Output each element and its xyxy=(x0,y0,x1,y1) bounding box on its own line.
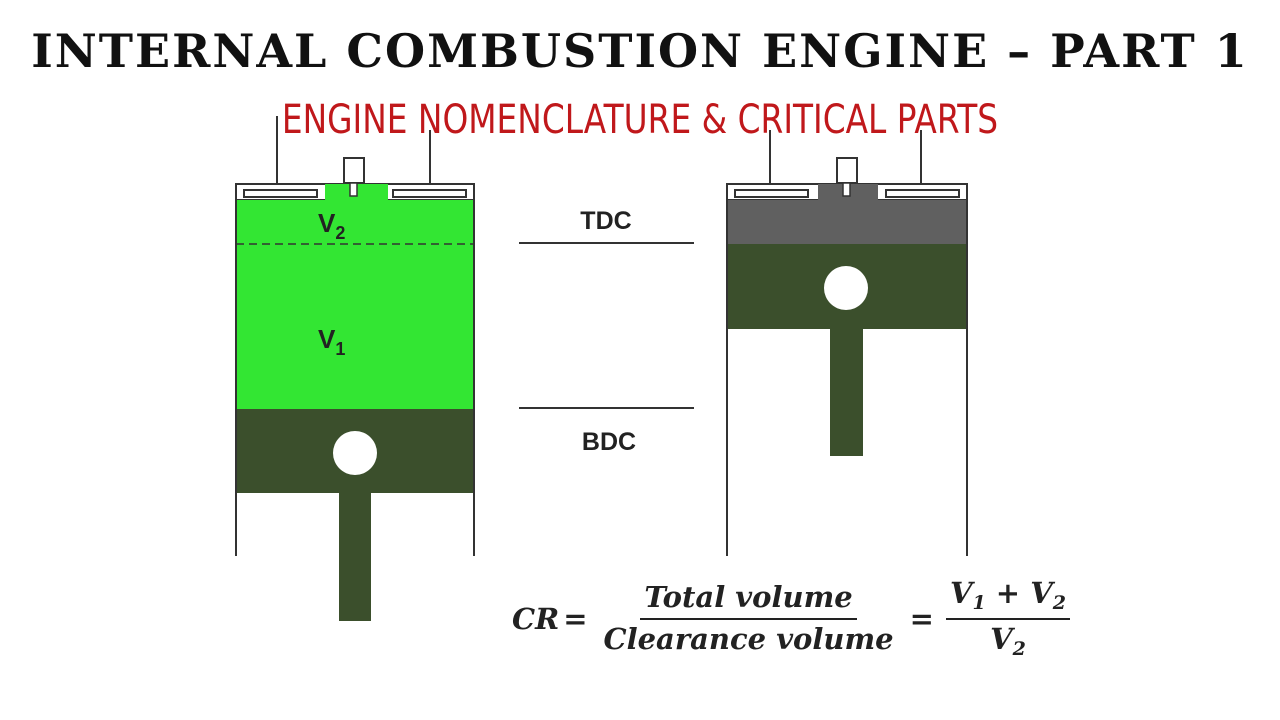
right-connecting-rod xyxy=(830,329,863,456)
page-title: INTERNAL COMBUSTION ENGINE – PART 1 xyxy=(31,24,1249,78)
formula-den-v-sub: 2 xyxy=(1012,637,1026,660)
tdc-label: TDC xyxy=(580,207,631,235)
right-intake-valve xyxy=(734,189,809,198)
right-spark-plug xyxy=(836,157,858,184)
page-subtitle: ENGINE NOMENCLATURE & CRITICAL PARTS xyxy=(281,97,999,143)
left-cylinder: V2 V1 xyxy=(235,116,475,621)
left-spark-plug-tip-overlay xyxy=(349,182,358,197)
left-spark-plug xyxy=(343,157,365,184)
formula-den-v: V xyxy=(990,621,1013,656)
v1-label: V1 xyxy=(318,324,345,359)
bdc-label: BDC xyxy=(582,428,636,456)
formula-v2: V xyxy=(1030,576,1053,610)
formula-v-numerator: V1 + V2 xyxy=(945,576,1070,620)
right-piston-pin xyxy=(824,266,868,310)
left-piston-pin xyxy=(333,431,377,475)
formula-v1: V xyxy=(949,576,973,610)
formula-plus: + xyxy=(985,576,1031,610)
left-connecting-rod xyxy=(339,493,371,621)
right-cylinder xyxy=(726,130,968,556)
formula-equals-2: = xyxy=(909,601,934,636)
left-exhaust-valve xyxy=(392,189,467,198)
stroke-markers: TDC BDC xyxy=(519,207,694,456)
left-gas-volume xyxy=(236,200,474,409)
formula-v2-sub: 2 xyxy=(1052,592,1066,614)
formula-v-denominator: V2 xyxy=(986,620,1030,660)
formula-equals-1: = xyxy=(563,601,588,636)
formula-volume-fraction: Total volume Clearance volume xyxy=(600,581,898,656)
formula-numerator: Total volume xyxy=(640,581,857,620)
left-intake-valve xyxy=(243,189,318,198)
compression-ratio-formula: CR = Total volume Clearance volume = V1 … xyxy=(512,576,1078,660)
right-spark-plug-tip xyxy=(842,182,851,197)
formula-v-fraction: V1 + V2 V2 xyxy=(945,576,1070,660)
formula-v1-sub: 1 xyxy=(972,592,986,614)
v2-label: V2 xyxy=(318,208,345,243)
right-exhaust-valve xyxy=(885,189,960,198)
formula-cr: CR xyxy=(512,601,560,636)
formula-denominator: Clearance volume xyxy=(603,621,894,656)
right-clearance-volume xyxy=(727,200,967,244)
